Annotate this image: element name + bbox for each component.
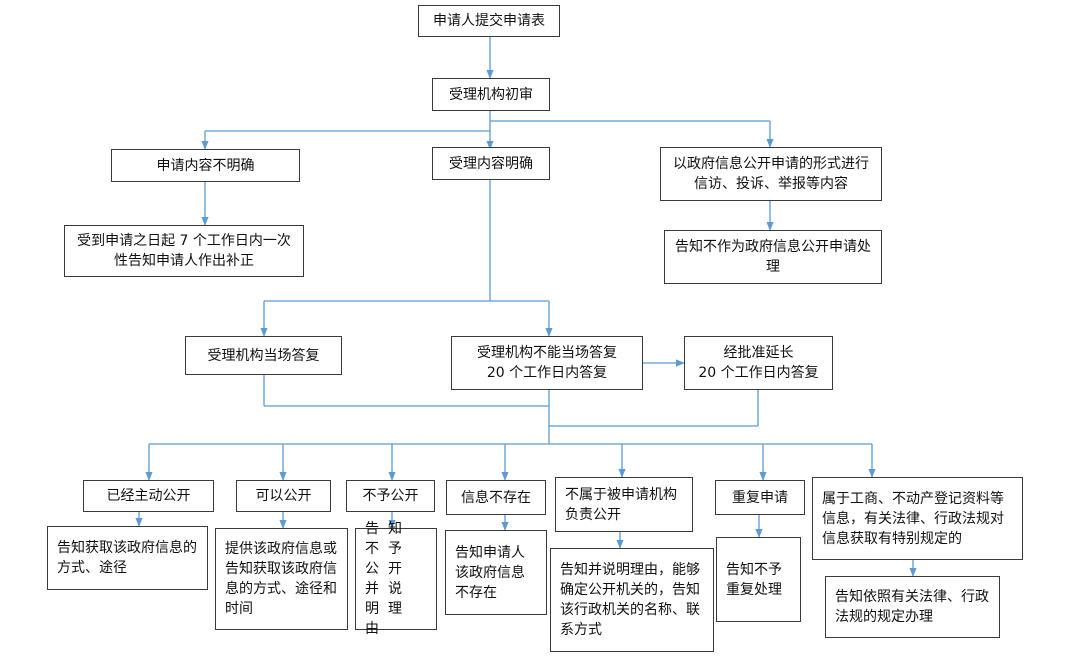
initial-review-box: 受理机构初审 [432,78,550,111]
outcome-published-box: 已经主动公开 [83,480,214,512]
action-published-box: 告知获取该政府信息的方式、途径 [47,526,208,590]
reply-later-box: 受理机构不能当场答复 20 个工作日内答复 [451,336,643,390]
outcome-disclosable-label: 可以公开 [255,488,312,504]
reply-later-line1: 受理机构不能当场答复 [477,345,617,361]
action-not-responsible-label: 告知并说明理由，能够确定公开机关的，告知该行政机关的名称、联系方式 [560,562,700,638]
unclear-box: 申请内容不明确 [111,149,300,182]
action-not-exist-box: 告知申请人该政府信息不存在 [445,530,547,615]
action-withheld-label: 告知不予公开并说明理由 [365,521,411,637]
petition-action-label: 告知不作为政府信息公开申请处理 [675,239,871,275]
action-disclosable-label: 提供该政府信息或告知获取该政府信息的方式、途径和时间 [225,541,337,617]
reply-later-line2: 20 个工作日内答复 [486,365,608,381]
outcome-not-responsible-box: 不属于被申请机构负责公开 [555,477,693,532]
extension-box: 经批准延长 20 个工作日内答复 [684,336,833,390]
petition-action-box: 告知不作为政府信息公开申请处理 [664,230,882,284]
outcome-duplicate-box: 重复申请 [715,480,805,515]
reply-onsite-label: 受理机构当场答复 [207,347,320,364]
petition-label: 以政府信息公开申请的形式进行信访、投诉、举报等内容 [673,156,869,192]
start-box: 申请人提交申请表 [418,5,560,37]
outcome-special-rules-label: 属于工商、不动产登记资料等信息，有关法律、行政法规对信息获取有特别规定的 [822,490,1004,547]
outcome-not-exist-label: 信息不存在 [461,489,531,506]
action-not-responsible-box: 告知并说明理由，能够确定公开机关的，告知该行政机关的名称、联系方式 [550,548,714,652]
action-duplicate-box: 告知不予重复处理 [716,537,801,622]
action-duplicate-label: 告知不予重复处理 [726,561,782,598]
clear-box: 受理内容明确 [432,147,550,180]
start-label: 申请人提交申请表 [433,13,545,29]
clear-label: 受理内容明确 [449,155,533,172]
initial-review-label: 受理机构初审 [449,86,533,103]
action-published-label: 告知获取该政府信息的方式、途径 [57,540,197,576]
outcome-not-exist-box: 信息不存在 [446,480,546,515]
outcome-withheld-box: 不予公开 [346,480,435,512]
unclear-action-box: 受到申请之日起 7 个工作日内一次性告知申请人作出补正 [64,225,304,277]
unclear-action-label: 受到申请之日起 7 个工作日内一次性告知申请人作出补正 [77,233,291,269]
action-special-rules-box: 告知依照有关法律、行政法规的规定办理 [825,576,1000,638]
action-not-exist-label: 告知申请人该政府信息不存在 [455,544,525,601]
outcome-special-rules-box: 属于工商、不动产登记资料等信息，有关法律、行政法规对信息获取有特别规定的 [812,477,1023,560]
action-special-rules-label: 告知依照有关法律、行政法规的规定办理 [835,589,989,625]
outcome-disclosable-box: 可以公开 [236,480,331,512]
outcome-not-responsible-label: 不属于被申请机构负责公开 [565,486,677,523]
outcome-withheld-label: 不予公开 [362,488,419,504]
reply-onsite-box: 受理机构当场答复 [185,336,342,375]
outcome-published-label: 已经主动公开 [106,488,191,504]
extension-line2: 20 个工作日内答复 [698,365,819,381]
action-disclosable-box: 提供该政府信息或告知获取该政府信息的方式、途径和时间 [215,528,348,630]
extension-line1: 经批准延长 [723,345,794,361]
petition-box: 以政府信息公开申请的形式进行信访、投诉、举报等内容 [660,147,882,201]
outcome-duplicate-label: 重复申请 [732,489,788,506]
action-withheld-box: 告知不予公开并说明理由 [355,521,437,637]
unclear-label: 申请内容不明确 [156,157,255,174]
